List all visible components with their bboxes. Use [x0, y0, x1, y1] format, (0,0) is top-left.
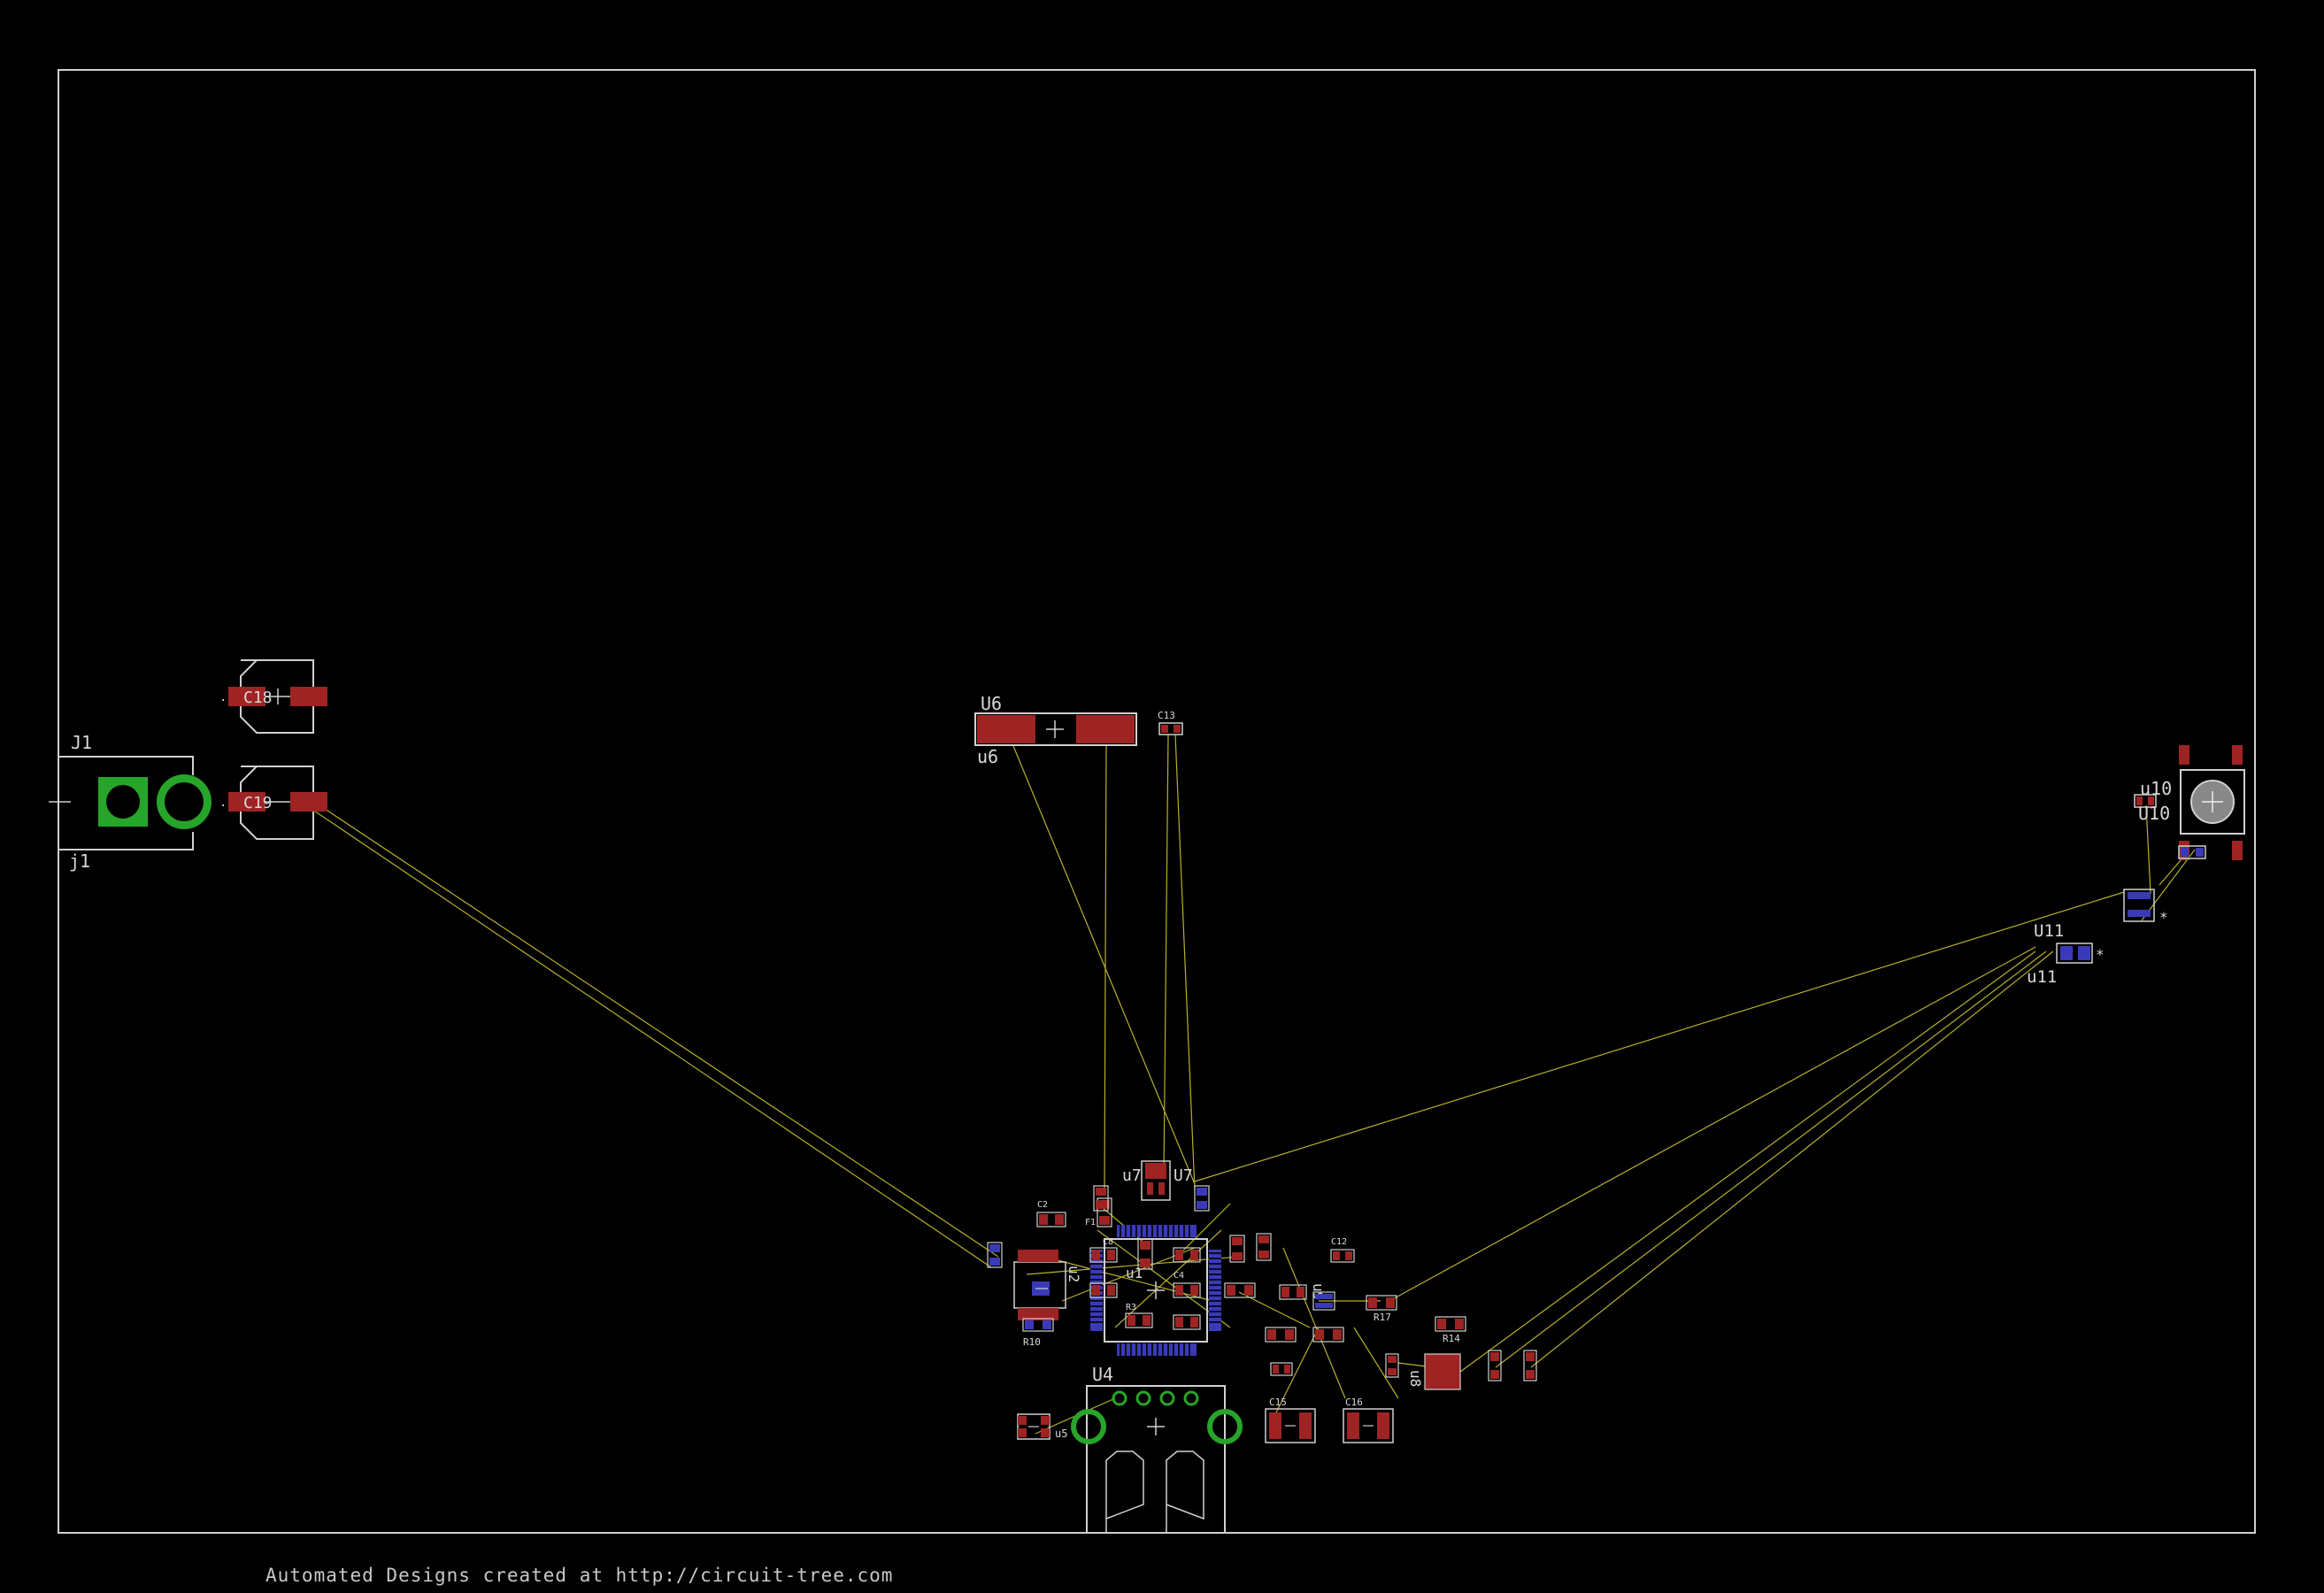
airwire [1530, 950, 2054, 1368]
airwire [1061, 1247, 1196, 1302]
airwire [2145, 804, 2151, 895]
resistor-r6[interactable] [1265, 1327, 1297, 1343]
c19-label: C19 [243, 794, 273, 812]
airwire [1459, 950, 2036, 1373]
resistor-r15[interactable] [1488, 1350, 1502, 1381]
airwire [1194, 891, 2125, 1182]
svg-text:F1: F1 [1085, 1218, 1096, 1227]
resistor-r16[interactable] [1523, 1350, 1537, 1381]
svg-text:.: . [219, 796, 227, 810]
j1-hole-2 [165, 782, 204, 821]
c13-label: C13 [1158, 710, 1175, 721]
component-u9-bottom[interactable] [1312, 1291, 1335, 1311]
u6-label-top: U6 [981, 693, 1002, 714]
svg-text:C2: C2 [1037, 1200, 1048, 1210]
airwire [1114, 1229, 1222, 1328]
resistor-r14[interactable]: R14 [1435, 1316, 1466, 1344]
crystal-u5[interactable]: u5 [1017, 1413, 1067, 1440]
resistor-near-u10[interactable] [2134, 794, 2206, 859]
microcontroller-u1[interactable]: u1 [1090, 1225, 1221, 1356]
capacitor-c16[interactable]: C16 [1343, 1397, 1394, 1443]
svg-text:C12: C12 [1331, 1237, 1347, 1247]
resistor-r2[interactable] [1173, 1314, 1201, 1330]
airwire [1026, 1256, 1240, 1275]
u2-label: u2 [1066, 1266, 1082, 1282]
svg-text:.: . [219, 690, 227, 704]
svg-text:R3: R3 [1126, 1303, 1136, 1312]
component-u6[interactable]: U6 u6 [974, 693, 1137, 767]
capacitor-c8[interactable]: C8 [1089, 1237, 1118, 1263]
airwire [1282, 1247, 1346, 1399]
airwire [1238, 1291, 1311, 1328]
capacitor-c19[interactable]: C19 . [219, 766, 327, 840]
r10-label: R10 [1023, 1336, 1041, 1348]
j1-hole-1 [106, 785, 140, 819]
capacitor-c4[interactable]: C4 [1173, 1247, 1201, 1281]
airwire [1495, 950, 2047, 1368]
component-u8[interactable]: u8 [1407, 1353, 1461, 1390]
c16-label: C16 [1345, 1397, 1363, 1408]
usb-connector-u4[interactable]: U4 [1071, 1364, 1243, 1534]
airwire [1274, 1327, 1320, 1417]
svg-text:C4: C4 [1174, 1271, 1184, 1281]
airwire [1163, 734, 1169, 1178]
svg-text:u8: u8 [1407, 1370, 1424, 1387]
capacitor-c11[interactable] [1256, 1233, 1272, 1261]
u7-label-left: u7 [1122, 1166, 1142, 1185]
u7-label-right: U7 [1174, 1166, 1193, 1185]
footer-credit: Automated Designs created at http://circ… [265, 1565, 894, 1586]
svg-text:*: * [2159, 909, 2168, 926]
capacitor-c2[interactable]: C2 [1036, 1200, 1066, 1227]
c15-label: C15 [1269, 1397, 1287, 1408]
capacitor-c10[interactable] [1229, 1235, 1245, 1263]
capacitor-c15[interactable]: C15 [1265, 1397, 1316, 1443]
capacitor-c17[interactable] [1270, 1362, 1293, 1376]
svg-text:R17: R17 [1374, 1312, 1391, 1323]
j1-label-bottom: j1 [69, 850, 90, 872]
airwires [300, 734, 2196, 1435]
regulator-u2[interactable]: u2 R10 [987, 1242, 1082, 1348]
passive-components: C2 F1 C8 C4 R3 u9 C12 R17 u8 R14 [1036, 1185, 1537, 1390]
component-u3[interactable] [1137, 1238, 1153, 1270]
board-outline [58, 69, 2256, 1534]
capacitor-c13[interactable]: C13 [1158, 710, 1183, 735]
airwire [1389, 946, 2036, 1302]
u5-label: u5 [1055, 1428, 1067, 1440]
component-u11[interactable]: U11 u11 * [2027, 921, 2105, 987]
svg-text:C8: C8 [1103, 1237, 1113, 1247]
airwire [1104, 745, 1107, 1191]
capacitor-c12[interactable]: C12 [1330, 1237, 1355, 1263]
resistor-r8[interactable] [1312, 1327, 1344, 1343]
c18-label: C18 [243, 689, 273, 707]
component-r-near-u7[interactable] [1093, 1185, 1109, 1212]
resistor-r12[interactable] [1385, 1353, 1399, 1378]
capacitor-c18[interactable]: C18 . [219, 659, 327, 734]
u10-label-bottom: U10 [2138, 803, 2170, 824]
svg-text:R14: R14 [1443, 1333, 1460, 1344]
component-u12[interactable]: * [2123, 889, 2168, 926]
resistor-r5[interactable] [1224, 1282, 1256, 1298]
component-c9[interactable] [1194, 1185, 1210, 1212]
airwire [300, 792, 999, 1258]
u6-label-bottom: u6 [977, 746, 998, 767]
capacitor-c5[interactable] [1173, 1282, 1201, 1298]
airwire [1353, 1327, 1399, 1399]
u11-label-top: U11 [2034, 921, 2064, 941]
airwire [1174, 734, 1196, 1191]
u11-label-bottom: u11 [2027, 967, 2057, 987]
j1-label-top: J1 [71, 732, 92, 753]
airwire [300, 801, 992, 1268]
capacitor-c3[interactable] [1089, 1282, 1118, 1298]
resistor-r3[interactable]: R3 [1125, 1303, 1153, 1328]
airwire [2141, 849, 2196, 921]
u4-label: U4 [1092, 1364, 1113, 1385]
svg-text:*: * [2096, 946, 2105, 963]
component-u7[interactable]: u7 U7 [1122, 1160, 1193, 1201]
connector-j1[interactable]: J1 j1 [49, 732, 212, 872]
resistor-r17[interactable]: R17 [1366, 1295, 1397, 1323]
